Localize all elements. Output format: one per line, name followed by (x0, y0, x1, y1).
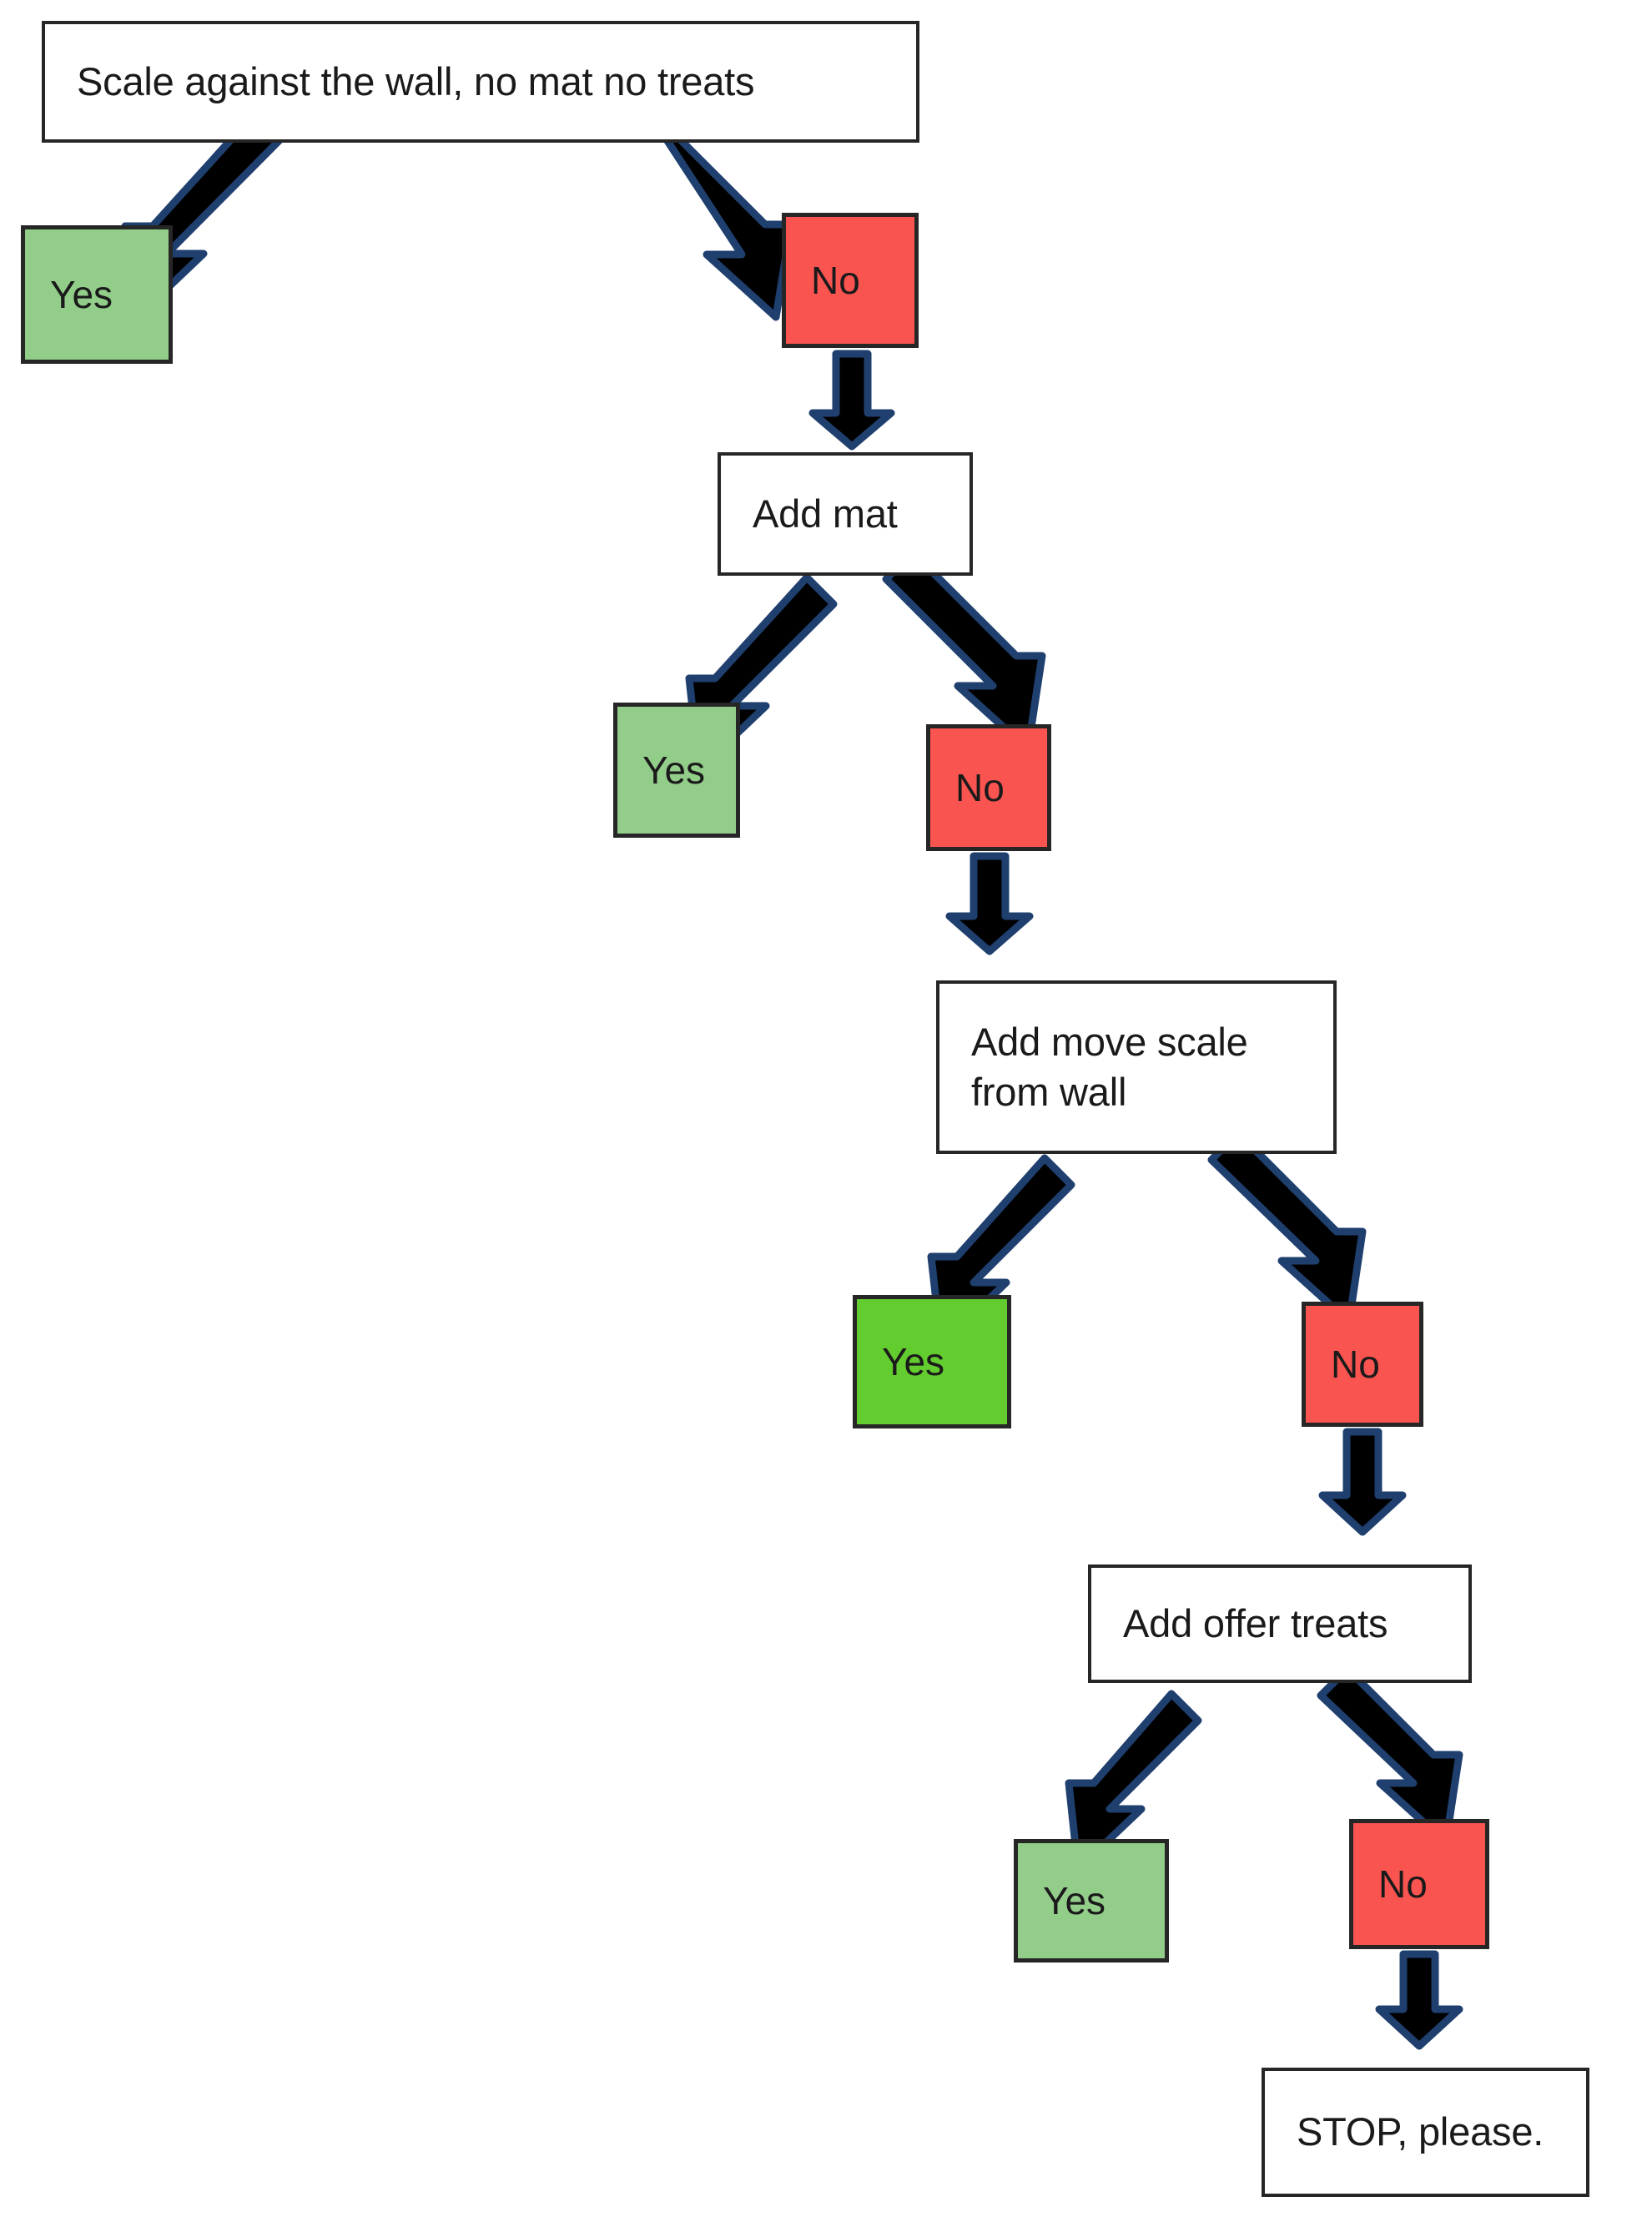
node-add-move-scale-process[interactable]: Add move scale from wall (936, 980, 1337, 1154)
node-yes-branch-3[interactable]: Yes (853, 1295, 1011, 1428)
node-add-mat-label: Add mat (753, 491, 898, 536)
node-yes-4-label: Yes (1043, 1878, 1106, 1922)
arrow-no3-to-treats (1318, 1428, 1407, 1536)
node-no-branch-2[interactable]: No (926, 724, 1051, 851)
node-add-move-scale-label: Add move scale from wall (971, 1019, 1248, 1114)
node-add-offer-treats-process[interactable]: Add offer treats (1088, 1564, 1472, 1683)
node-add-offer-treats-label: Add offer treats (1123, 1600, 1388, 1645)
node-stop-label: STOP, please. (1297, 2109, 1544, 2154)
node-yes-1-label: Yes (50, 272, 113, 316)
node-start-label: Scale against the wall, no mat no treats (77, 58, 755, 103)
node-no-branch-4[interactable]: No (1349, 1819, 1489, 1949)
node-yes-branch-2[interactable]: Yes (613, 703, 740, 838)
node-no-3-label: No (1331, 1342, 1380, 1386)
node-yes-branch-4[interactable]: Yes (1014, 1839, 1169, 1963)
arrow-no1-to-addmat (808, 350, 895, 451)
node-no-branch-1[interactable]: No (782, 213, 919, 348)
arrow-move-to-no (1207, 1129, 1367, 1326)
arrow-treats-to-no (1317, 1665, 1463, 1847)
node-no-1-label: No (811, 258, 860, 302)
arrow-addmat-to-no (882, 548, 1046, 753)
node-no-4-label: No (1378, 1862, 1428, 1906)
arrow-no4-to-stop (1375, 1950, 1463, 2050)
node-no-2-label: No (955, 765, 1005, 809)
node-add-mat-process[interactable]: Add mat (718, 452, 973, 576)
node-no-branch-3[interactable]: No (1302, 1302, 1423, 1427)
node-yes-2-label: Yes (642, 748, 706, 792)
arrow-no2-to-move (945, 852, 1034, 955)
node-yes-branch-1[interactable]: Yes (21, 225, 173, 364)
node-stop-terminal[interactable]: STOP, please. (1262, 2068, 1589, 2197)
node-start-process[interactable]: Scale against the wall, no mat no treats (42, 21, 919, 143)
node-yes-3-label: Yes (882, 1339, 945, 1383)
